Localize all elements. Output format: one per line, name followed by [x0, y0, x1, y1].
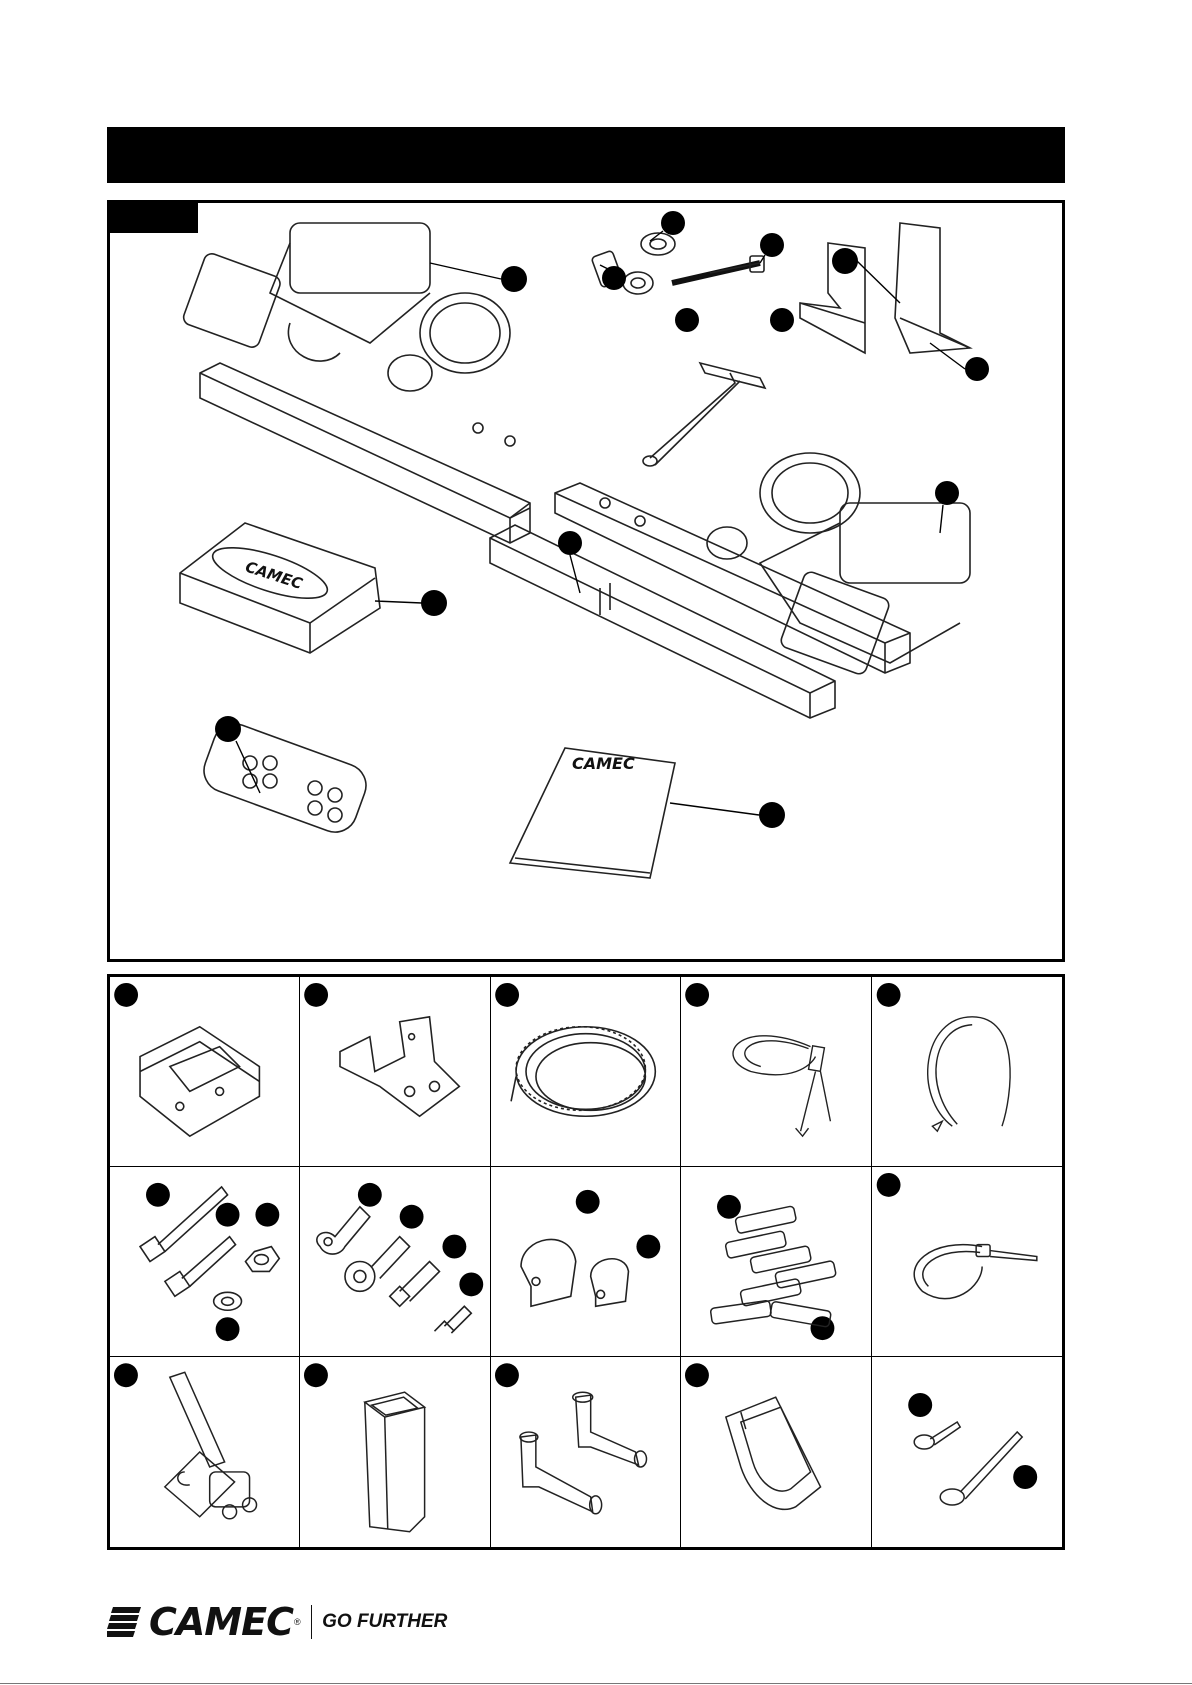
- callout-marker: [759, 802, 785, 828]
- callout-marker: [935, 481, 959, 505]
- isolator-switch-icon: [110, 977, 299, 1166]
- callout-marker: [760, 233, 784, 257]
- parts-grid: [107, 974, 1065, 1550]
- registered-mark: ®: [294, 1617, 301, 1627]
- camec-logo-icon: [107, 1605, 143, 1639]
- callout-markers: [215, 211, 989, 828]
- leader-lines: [236, 231, 965, 815]
- callout-marker: [501, 266, 527, 292]
- callout-marker: [675, 308, 699, 332]
- callout-marker: [832, 248, 858, 274]
- part-cell: [681, 977, 871, 1167]
- part-cell: [681, 1357, 871, 1547]
- callout-marker: [770, 308, 794, 332]
- corrugated-conduit-icon: [491, 977, 680, 1166]
- centre-joiner: [490, 525, 835, 718]
- square-tube-cap-icon: [300, 1357, 489, 1547]
- callout-marker: [421, 590, 447, 616]
- control-box: CAMEC: [180, 523, 380, 653]
- rubber-spacers-icon: [681, 1167, 870, 1356]
- diagram-drawing: CAMEC CAMEC: [110, 203, 1062, 959]
- callout-marker: [558, 531, 582, 555]
- part-cell: [491, 977, 681, 1167]
- logo-divider: [311, 1605, 313, 1639]
- callout-marker: [965, 357, 989, 381]
- part-cell: [300, 1167, 490, 1357]
- brand-tagline: GO FURTHER: [322, 1611, 447, 1633]
- parts-grid-table: [110, 977, 1062, 1547]
- cable-lugs-icon: [300, 1167, 489, 1356]
- cable-tie-icon: [872, 1167, 1062, 1356]
- part-cell: [110, 1357, 300, 1547]
- t-handle-tool: [643, 363, 765, 466]
- part-cell: [872, 1167, 1062, 1357]
- part-cell: [491, 1167, 681, 1357]
- remote-holder-icon: [681, 1357, 870, 1547]
- part-cell: [491, 1357, 681, 1547]
- part-cell: [110, 1167, 300, 1357]
- power-cable-icon: [681, 977, 870, 1166]
- manual-cover-logo: CAMEC: [572, 754, 635, 773]
- battery-isolator-icon: [110, 1357, 299, 1547]
- screws-icon: [872, 1357, 1062, 1547]
- part-cell: [300, 977, 490, 1167]
- part-cell: [110, 977, 300, 1167]
- footer-brand: CAMEC ® GO FURTHER: [107, 1600, 447, 1644]
- part-cell: [872, 1357, 1062, 1547]
- manual-booklet: CAMEC: [510, 748, 675, 878]
- right-rail: [555, 483, 910, 673]
- section-title-bar: [107, 127, 1065, 183]
- part-cell: [681, 1167, 871, 1357]
- bolts-nuts-washers-icon: [110, 1167, 299, 1356]
- callout-marker: [215, 716, 241, 742]
- left-rail: [200, 363, 530, 543]
- part-cell: [300, 1357, 490, 1547]
- t-connectors-icon: [491, 1357, 680, 1547]
- p-clips-icon: [491, 1167, 680, 1356]
- callout-marker: [661, 211, 685, 235]
- part-cell: [872, 977, 1062, 1167]
- brand-wordmark: CAMEC: [149, 1603, 293, 1641]
- callout-marker: [602, 266, 626, 290]
- mounting-bracket-icon: [300, 977, 489, 1166]
- page-bottom-rule: [0, 1683, 1192, 1684]
- kit-contents-diagram: CAMEC CAMEC: [107, 200, 1065, 962]
- earth-cable-icon: [872, 977, 1062, 1166]
